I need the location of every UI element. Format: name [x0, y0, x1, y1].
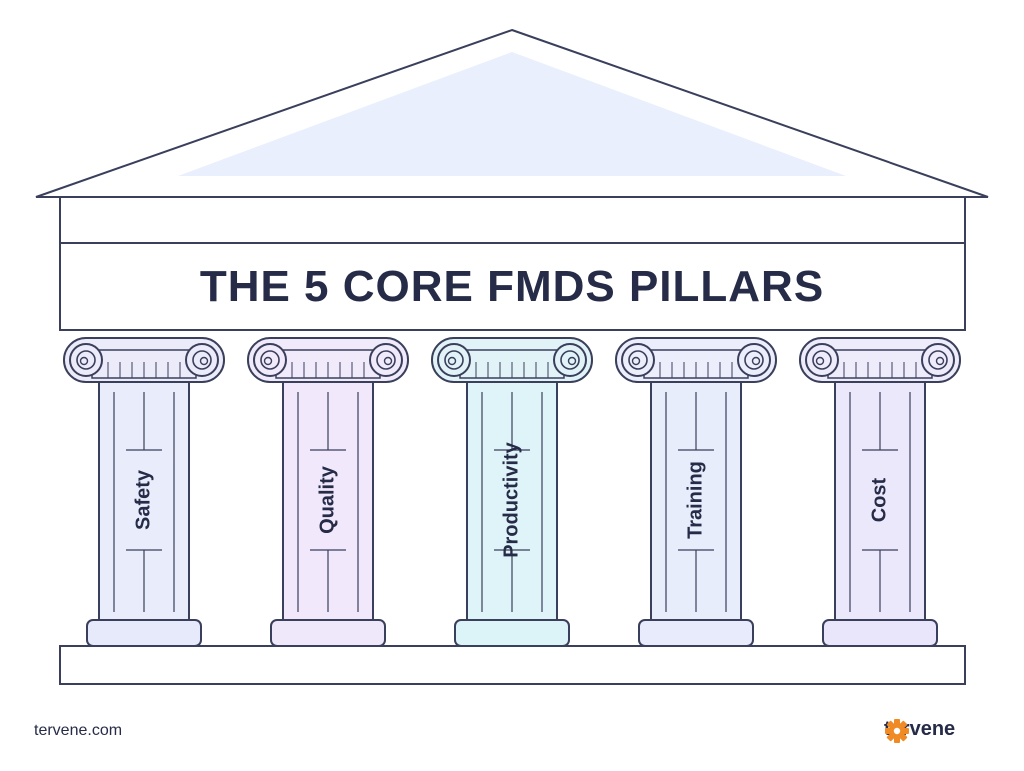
pillar-volute-eye	[751, 356, 761, 366]
pillar-volute	[553, 343, 587, 377]
pillar-productivity: Productivity	[431, 337, 593, 647]
pillar-base	[86, 619, 202, 647]
pillar-volute-inner	[192, 350, 212, 370]
pillar-volute	[621, 343, 655, 377]
gear-hole	[893, 727, 901, 735]
pillar-volute-eye	[79, 356, 89, 366]
roof-pediment	[178, 52, 846, 176]
pillar-base	[638, 619, 754, 647]
pillar-volute-eye	[383, 356, 393, 366]
footer-brand: tervene	[884, 718, 955, 743]
stylobate	[59, 645, 966, 685]
pillar-volute-inner	[744, 350, 764, 370]
pillar-volute-inner	[260, 350, 280, 370]
pillar-volute-eye	[567, 356, 577, 366]
pillar-volute	[805, 343, 839, 377]
pillar-label: Cost	[868, 477, 890, 522]
pillar-volute-inner	[444, 350, 464, 370]
pillar-volute-eye	[447, 356, 457, 366]
pillar-quality: Quality	[247, 337, 409, 647]
pillar-volute-inner	[376, 350, 396, 370]
pillar-volute	[69, 343, 103, 377]
pillar-safety: Safety	[63, 337, 225, 647]
pillar-label: Quality	[316, 465, 338, 534]
architrave	[59, 196, 966, 244]
pillar-label: Training	[684, 461, 706, 539]
pillar-volute	[185, 343, 219, 377]
pillar-volute	[921, 343, 955, 377]
pillar-volute-inner	[628, 350, 648, 370]
pillar-volute-eye	[263, 356, 273, 366]
pillar-volute-inner	[928, 350, 948, 370]
pillar-volute	[737, 343, 771, 377]
footer-site-link[interactable]: tervene.com	[34, 722, 123, 739]
pillar-volute-eye	[199, 356, 209, 366]
pillar-volute-eye	[935, 356, 945, 366]
pillar-base	[822, 619, 938, 647]
pillar-label: Safety	[132, 469, 154, 530]
gear-icon	[885, 719, 909, 743]
page-title: THE 5 CORE FMDS PILLARS	[200, 262, 824, 311]
pillar-volute	[437, 343, 471, 377]
title-frieze	[59, 242, 966, 331]
pillar-volute-inner	[76, 350, 96, 370]
pillar-volute	[253, 343, 287, 377]
pillar-cost: Cost	[799, 337, 961, 647]
pillar-label: Productivity	[500, 441, 522, 557]
pillars-group: Safety Quality Productivity Training Cost	[63, 337, 961, 647]
pillar-base	[270, 619, 386, 647]
pillar-base	[454, 619, 570, 647]
pillar-volute-eye	[815, 356, 825, 366]
pillar-volute-inner	[812, 350, 832, 370]
pillar-volute-inner	[560, 350, 580, 370]
pillar-training: Training	[615, 337, 777, 647]
pillar-volute-eye	[631, 356, 641, 366]
pillar-volute	[369, 343, 403, 377]
